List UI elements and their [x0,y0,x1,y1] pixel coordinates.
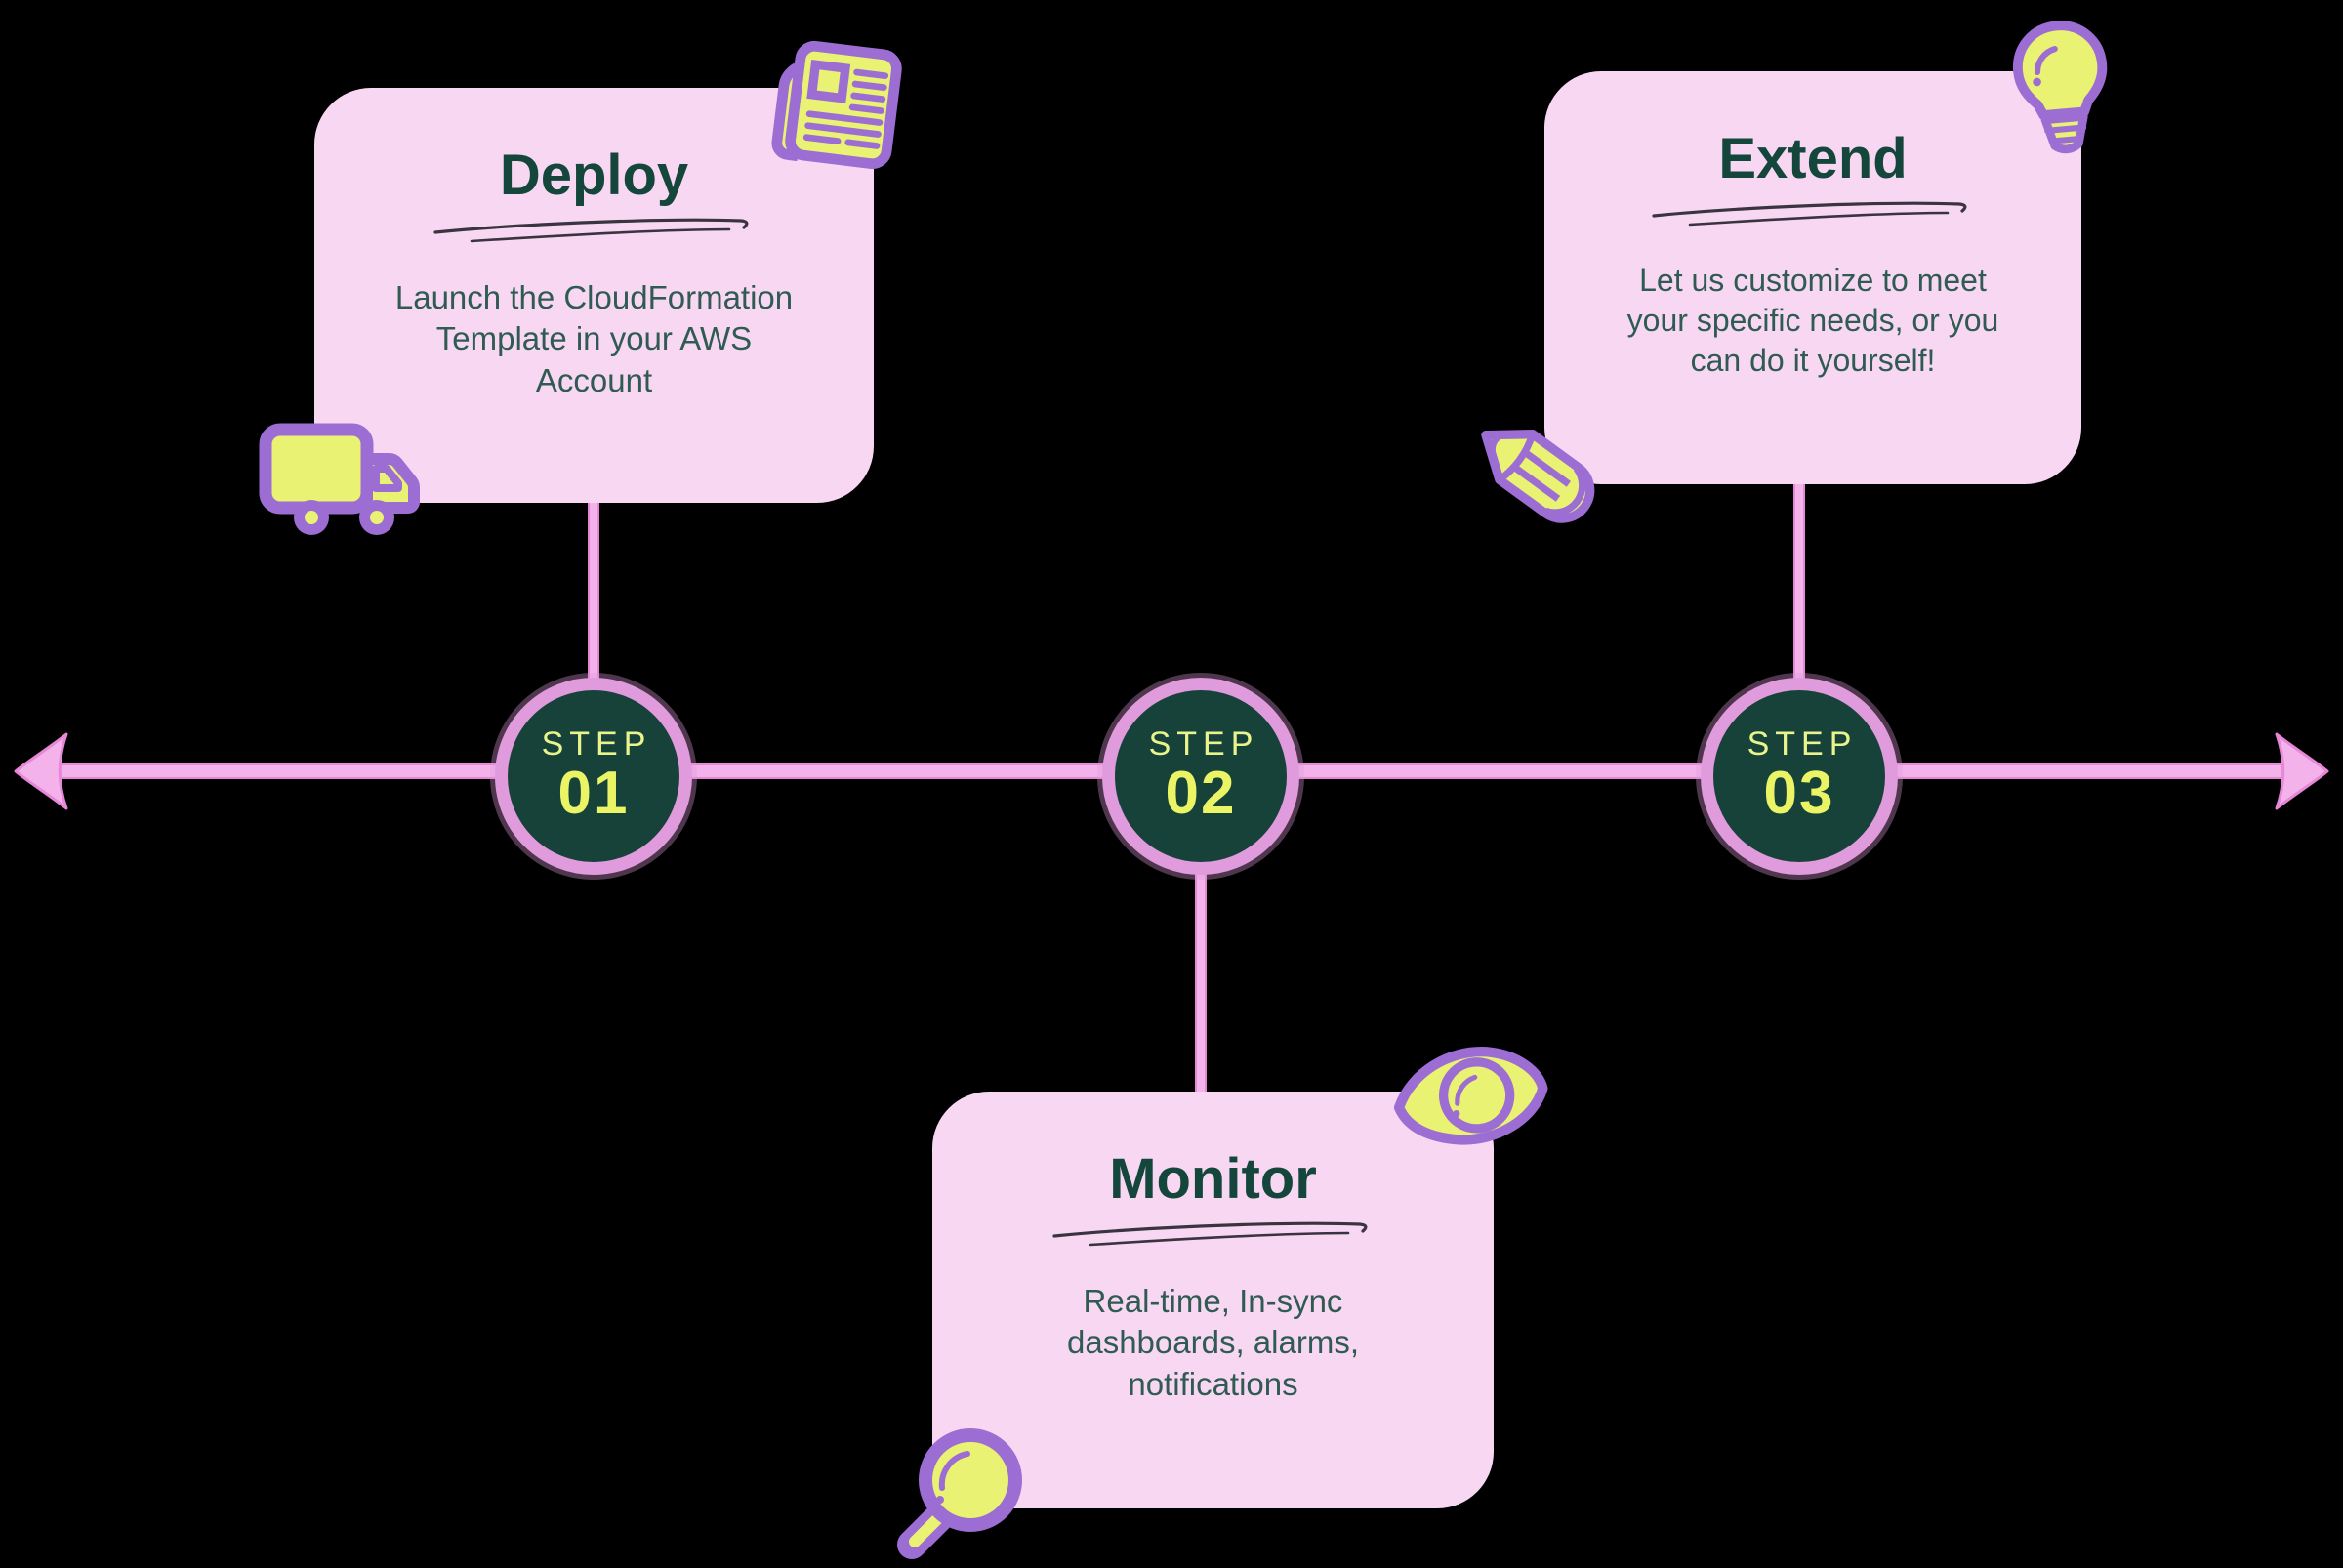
connector-step3 [1793,482,1805,681]
lightbulb-icon [2013,21,2108,154]
step-circle-03: STEP 03 [1701,678,1898,875]
truck-icon [259,423,420,535]
eye-icon [1393,1047,1548,1145]
step-circle-02: STEP 02 [1102,678,1299,875]
step-number: 03 [1763,760,1835,828]
underline-scribble [1051,1221,1367,1247]
card-body: Launch the CloudFormation Template in yo… [394,278,794,398]
step-number: 01 [557,760,630,828]
pencil-icon [1481,430,1595,523]
card-title: Deploy [499,144,689,207]
step-number: 02 [1165,760,1237,828]
underline-scribble [1652,201,1967,227]
arrow-left-icon [14,732,68,810]
connector-step2 [1195,871,1207,1095]
step-label: STEP [1148,724,1259,763]
card-title: Monitor [1109,1147,1317,1211]
arrow-right-icon [2275,732,2329,810]
card-extend: Extend Let us customize to meet your spe… [1544,71,2081,484]
underline-scribble [432,218,748,243]
card-title: Extend [1718,127,1908,190]
card-body: Let us customize to meet your specific n… [1626,262,1999,379]
connector-step1 [588,500,599,681]
newspaper-icon [771,40,902,170]
card-monitor: Monitor Real-time, In-sync dashboards, a… [932,1092,1494,1508]
step-circle-01: STEP 01 [495,678,692,875]
card-body: Real-time, In-sync dashboards, alarms, n… [1067,1282,1359,1402]
step-label: STEP [541,724,652,763]
magnifier-icon [897,1428,1022,1559]
step-label: STEP [1747,724,1858,763]
